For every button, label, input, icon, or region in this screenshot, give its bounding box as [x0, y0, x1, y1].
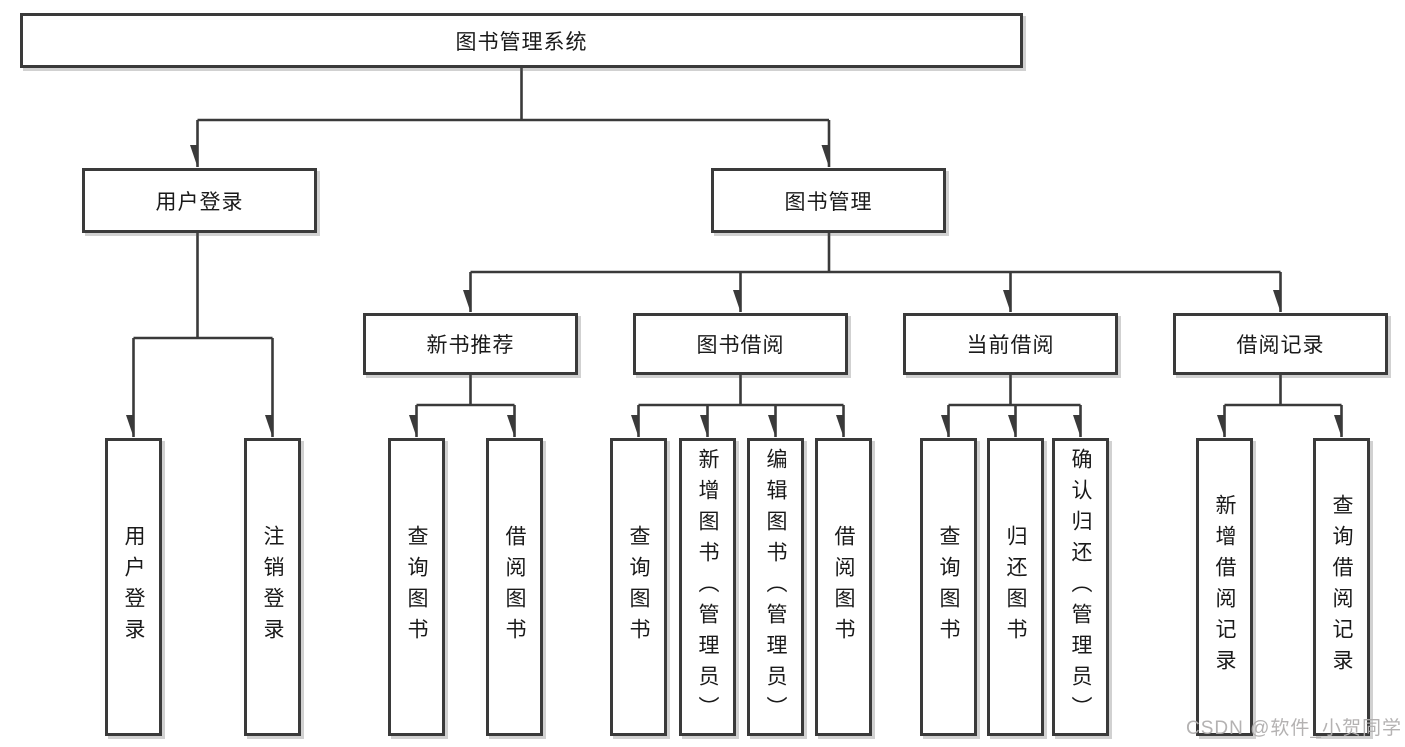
node-user-login: 用户登录	[82, 168, 317, 233]
leaf-add-book-admin: 新增图书（管理员）	[679, 438, 736, 736]
leaf-label: 注销登录	[261, 525, 284, 649]
leaf-confirm-return-admin: 确认归还（管理员）	[1052, 438, 1109, 736]
leaf-label: 用户登录	[122, 525, 145, 649]
node-library-management-system: 图书管理系统	[20, 13, 1023, 68]
node-label: 用户登录	[155, 190, 244, 214]
leaf-label: 借阅图书	[832, 525, 855, 649]
leaf-return-book: 归还图书	[987, 438, 1044, 736]
leaf-query-borrow-record: 查询借阅记录	[1313, 438, 1370, 736]
leaf-label: 查询借阅记录	[1330, 494, 1353, 680]
node-label: 新书推荐	[426, 334, 515, 357]
node-label: 图书管理系统	[455, 30, 588, 54]
leaf-query-book-recommend: 查询图书	[388, 438, 445, 736]
node-label: 图书借阅	[696, 334, 785, 357]
node-borrow-record: 借阅记录	[1173, 313, 1388, 375]
leaf-add-borrow-record: 新增借阅记录	[1196, 438, 1253, 736]
leaf-label: 确认归还（管理员）	[1069, 447, 1092, 727]
leaf-label: 新增借阅记录	[1213, 494, 1236, 680]
leaf-label: 归还图书	[1004, 525, 1027, 649]
leaf-edit-book-admin: 编辑图书（管理员）	[747, 438, 804, 736]
node-label: 借阅记录	[1236, 334, 1325, 357]
node-label: 当前借阅	[966, 334, 1055, 357]
leaf-label: 查询图书	[627, 525, 650, 649]
node-book-management: 图书管理	[711, 168, 946, 233]
leaf-borrow-book: 借阅图书	[815, 438, 872, 736]
leaf-label: 新增图书（管理员）	[696, 447, 719, 727]
node-label: 图书管理	[784, 190, 873, 214]
leaf-label: 编辑图书（管理员）	[764, 447, 787, 727]
leaf-logout-login: 注销登录	[244, 438, 301, 736]
leaf-query-book-current: 查询图书	[920, 438, 977, 736]
leaf-label: 查询图书	[405, 525, 428, 649]
leaf-borrow-book-recommend: 借阅图书	[486, 438, 543, 736]
leaf-query-book-borrowsec: 查询图书	[610, 438, 667, 736]
node-book-borrow: 图书借阅	[633, 313, 848, 375]
leaf-label: 查询图书	[937, 525, 960, 649]
node-current-borrow: 当前借阅	[903, 313, 1118, 375]
csdn-watermark: CSDN @软件_小贺同学	[1186, 718, 1402, 739]
leaf-user-login: 用户登录	[105, 438, 162, 736]
leaf-label: 借阅图书	[503, 525, 526, 649]
node-new-book-recommend: 新书推荐	[363, 313, 578, 375]
